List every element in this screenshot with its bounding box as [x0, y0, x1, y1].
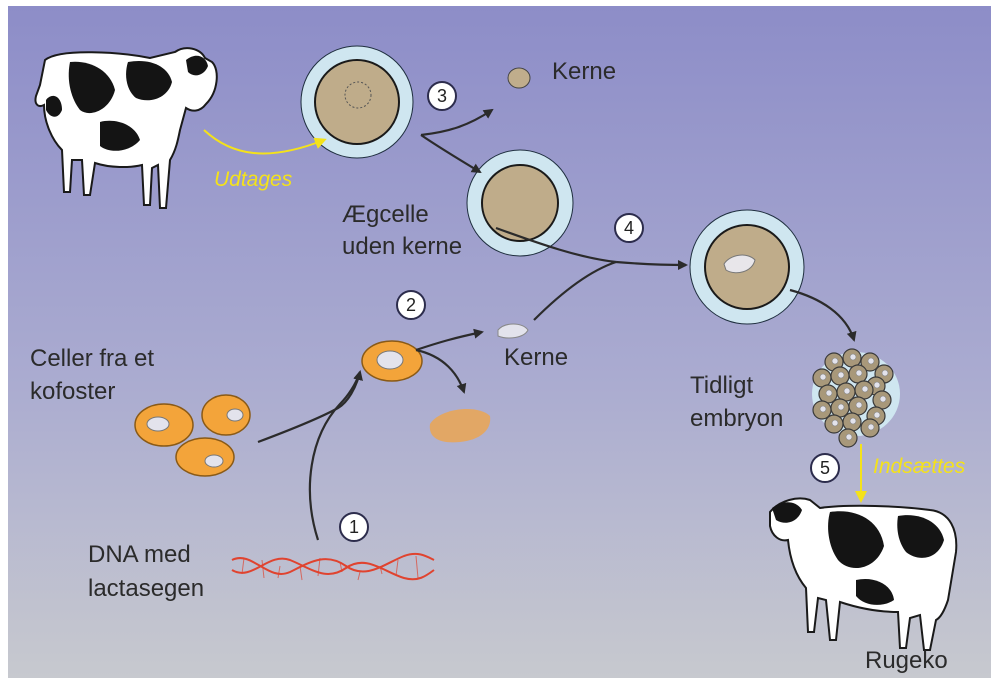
blastomere-nucleus [846, 434, 852, 440]
label-indsaettes: Indsættes [873, 455, 965, 479]
egg-cell-with-nucleus [301, 46, 413, 158]
step-badge-4: 4 [614, 213, 644, 243]
blastomere-nucleus [838, 372, 844, 378]
fused-egg-cell [690, 210, 804, 324]
label-surrogate-cow: Rugeko [865, 646, 948, 676]
blastomere-nucleus [832, 358, 838, 364]
label-egg-cell-line1: Ægcelle [342, 200, 429, 230]
blastomere-nucleus [868, 424, 874, 430]
blastomere-nucleus [850, 418, 856, 424]
blastomere-nucleus [850, 354, 856, 360]
step-badge-5: 5 [810, 453, 840, 483]
enucleated-egg-cell [467, 150, 573, 256]
transformed-cell [362, 341, 422, 381]
blastomere-nucleus [820, 374, 826, 380]
step-badge-3: 3 [427, 81, 457, 111]
step-badge-1: 1 [339, 512, 369, 542]
blastomere-nucleus [862, 386, 868, 392]
label-dna-line2: lactasegen [88, 574, 204, 604]
blastomere-nucleus [856, 370, 862, 376]
label-embryo-line2: embryon [690, 404, 783, 434]
label-udtages: Udtages [214, 168, 292, 192]
step-badge-2: 2 [396, 290, 426, 320]
blastomere-nucleus [856, 402, 862, 408]
blastomere-nucleus [882, 370, 888, 376]
label-extracted-nucleus: Kerne [504, 343, 568, 373]
label-removed-nucleus: Kerne [552, 57, 616, 87]
blastomere-nucleus [868, 358, 874, 364]
blastomere-nucleus [844, 388, 850, 394]
blastomere-nucleus [826, 390, 832, 396]
blastomere-nucleus [880, 396, 886, 402]
blastomere-nucleus [832, 420, 838, 426]
blastomere-nucleus [874, 382, 880, 388]
removed-nucleus [508, 68, 530, 88]
label-dna-line1: DNA med [88, 540, 191, 570]
label-fetal-cells-line1: Celler fra et [30, 344, 154, 374]
blastomere-nucleus [838, 404, 844, 410]
blastomere-nucleus [874, 412, 880, 418]
label-embryo-line1: Tidligt [690, 371, 753, 401]
label-fetal-cells-line2: kofoster [30, 377, 115, 407]
label-egg-cell-line2: uden kerne [342, 232, 462, 262]
blastomere-nucleus [820, 406, 826, 412]
